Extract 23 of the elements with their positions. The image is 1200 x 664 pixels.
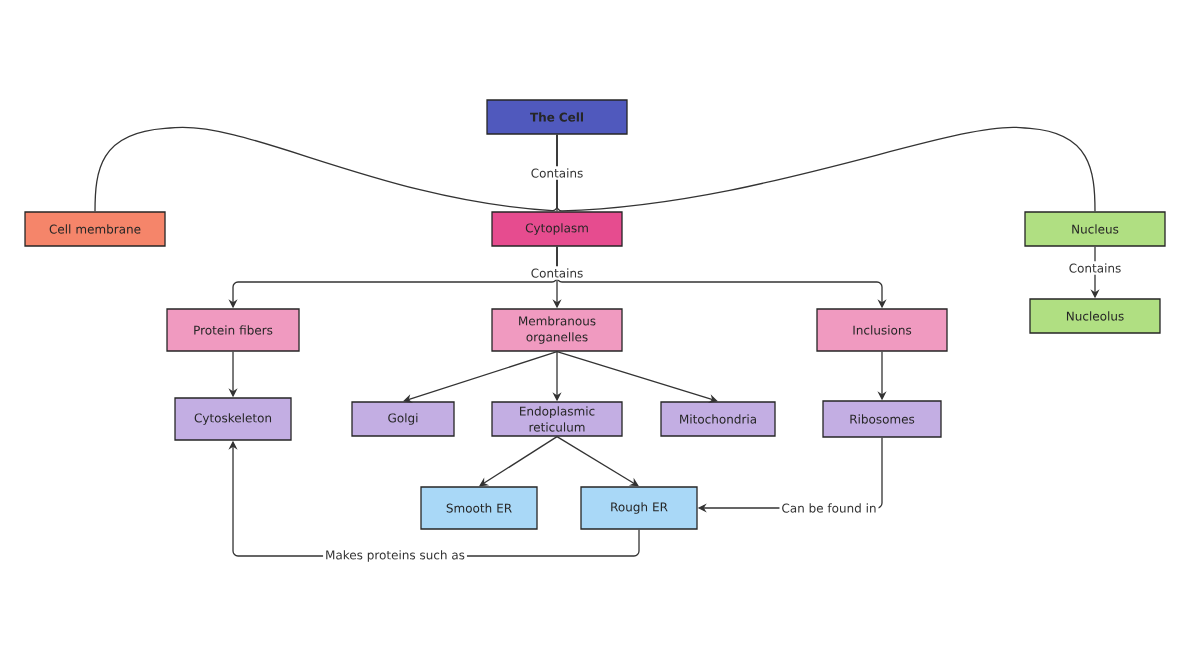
arrow <box>556 436 639 487</box>
arrow <box>479 436 558 487</box>
concept-box: Cytoplasm <box>491 211 623 247</box>
edge-label: Contains <box>528 166 586 180</box>
concept-box: Golgi <box>351 401 455 437</box>
concept-box: Cell membrane <box>24 211 166 247</box>
arrow <box>403 351 558 403</box>
concept-box: Ribosomes <box>822 400 942 438</box>
concept-box: Rough ER <box>580 486 698 530</box>
concept-box: Nucleolus <box>1029 298 1161 334</box>
concept-box: Mitochondria <box>660 401 776 437</box>
edge-label: Contains <box>1066 261 1124 275</box>
concept-box: Protein fibers <box>166 308 300 352</box>
concept-box: Smooth ER <box>420 486 538 530</box>
edge-label: Makes proteins such as <box>323 548 467 564</box>
concept-box: Nucleus <box>1024 211 1166 247</box>
concept-box: Membranous organelles <box>491 308 623 352</box>
concept-box: Endoplasmic reticulum <box>491 401 623 437</box>
concept-box: The Cell <box>486 99 628 135</box>
edge-label: Contains <box>528 266 586 280</box>
edge-label: Can be found in <box>779 501 879 515</box>
concept-box: Cytoskeleton <box>174 397 292 441</box>
concept-box: Inclusions <box>816 308 948 352</box>
